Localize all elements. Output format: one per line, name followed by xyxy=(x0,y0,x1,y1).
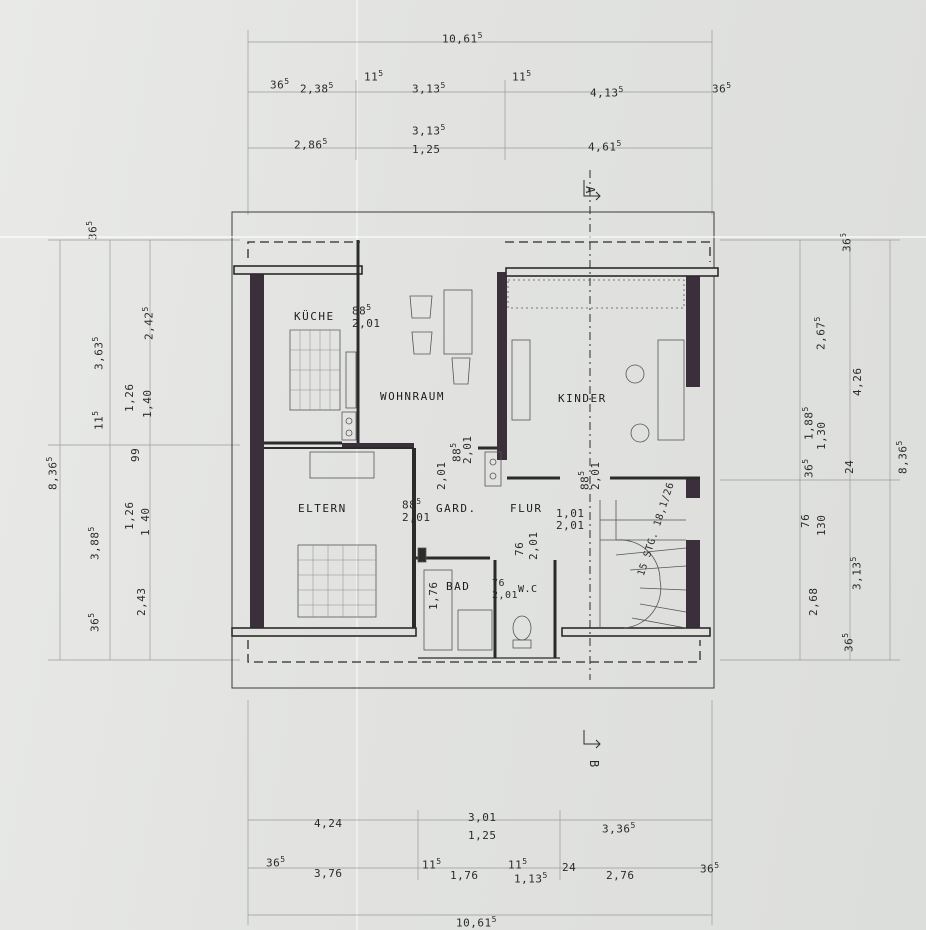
dim-bottom-5: 365 xyxy=(266,855,286,870)
dim-right-9: 76 xyxy=(799,513,812,528)
dim-right-8: 8,365 xyxy=(895,440,910,474)
room-label-kueche: KÜCHE xyxy=(294,310,335,323)
dim-right-10: 130 xyxy=(815,514,828,536)
bathroom-fixtures xyxy=(417,547,532,651)
dim-bottom-6: 3,76 xyxy=(314,867,343,880)
dim-top-2: 2,385 xyxy=(300,81,334,96)
dim-left-13: 8,365 xyxy=(45,456,60,490)
dim-left-11: 2,43 xyxy=(135,587,148,617)
dim-bottom-8: 1,76 xyxy=(450,869,479,882)
eltern-fixtures xyxy=(297,451,377,618)
section-marker-a: A xyxy=(583,186,597,194)
kinder-fixtures xyxy=(484,279,685,487)
dim-right-3: 4,26 xyxy=(851,367,864,397)
dim-left-9: 1 40 xyxy=(139,507,152,537)
dim-top-9: 3,135 xyxy=(412,123,446,138)
dim-left-1: 365 xyxy=(85,220,100,240)
dim-right-2: 2,675 xyxy=(813,316,828,350)
dim-right-7: 24 xyxy=(843,459,856,474)
room-label-kinder: KINDER xyxy=(558,392,607,405)
dim-left-6: 1,40 xyxy=(141,389,154,419)
dim-bottom-13: 365 xyxy=(700,861,720,876)
dim-top-7: 365 xyxy=(712,81,732,96)
door-dim-bad-v1: 76 xyxy=(513,541,526,556)
section-marker-b: B xyxy=(587,760,601,768)
room-label-wc: W.C xyxy=(518,584,538,595)
dim-bottom-4: 3,365 xyxy=(602,821,636,836)
dim-right-11: 2,68 xyxy=(807,587,820,617)
balcony-outline xyxy=(247,241,711,663)
dim-right-4: 365 xyxy=(801,458,816,478)
dim-left-7: 99 xyxy=(129,447,142,462)
dim-bottom-1: 4,24 xyxy=(314,817,343,830)
dim-bottom-overall: 10,615 xyxy=(456,915,497,930)
room-label-eltern: ELTERN xyxy=(298,502,347,515)
dim-right-6: 1,30 xyxy=(815,421,828,451)
dim-left-12: 365 xyxy=(87,612,102,632)
dim-left-4: 115 xyxy=(91,410,106,430)
kitchen-fixtures xyxy=(289,289,473,441)
interior-walls xyxy=(231,240,719,659)
dim-left-5: 1,26 xyxy=(123,383,136,413)
dim-bottom-12: 2,76 xyxy=(606,869,635,882)
dimension-lines xyxy=(48,30,900,925)
dim-bottom-3: 1,25 xyxy=(468,829,497,842)
dim-left-3: 2,425 xyxy=(141,306,156,340)
exterior-walls xyxy=(250,270,700,635)
dim-right-5: 1,885 xyxy=(801,406,816,440)
dim-top-overall: 10,615 xyxy=(442,31,483,46)
dim-top-4: 3,135 xyxy=(412,81,446,96)
dim-right-1: 365 xyxy=(839,232,854,252)
dim-top-8: 2,865 xyxy=(294,137,328,152)
dim-right-12: 3,135 xyxy=(849,556,864,590)
dim-top-5: 115 xyxy=(512,69,532,84)
dim-right-13: 365 xyxy=(841,632,856,652)
room-label-bad: BAD xyxy=(446,580,471,593)
section-cut-lines xyxy=(583,170,601,749)
room-label-gard: GARD. xyxy=(436,502,477,515)
dim-top-10: 1,25 xyxy=(412,143,441,156)
staircase xyxy=(599,500,687,629)
dim-left-10: 3,885 xyxy=(87,526,102,560)
room-label-flur: FLUR xyxy=(510,502,543,515)
door-dim-bad-width: 1,76 xyxy=(427,581,440,611)
door-dim-eltern-v: 2,01 xyxy=(435,461,448,491)
door-dim-kinder-h: 2,01 xyxy=(589,461,602,491)
dim-top-11: 4,615 xyxy=(588,139,622,154)
roof-overhang xyxy=(231,211,715,689)
dim-left-8: 1,26 xyxy=(123,501,136,531)
paper-fold-line xyxy=(356,0,358,930)
dim-top-3: 115 xyxy=(364,69,384,84)
door-dim-bad-v2: 2,01 xyxy=(527,531,540,561)
dim-top-6: 4,135 xyxy=(590,85,624,100)
dim-bottom-2: 3,01 xyxy=(468,811,497,824)
dim-top-1: 365 xyxy=(270,77,290,92)
dim-bottom-9: 115 xyxy=(508,857,528,872)
dim-bottom-10: 1,135 xyxy=(514,871,548,886)
dim-bottom-7: 115 xyxy=(422,857,442,872)
dim-left-2: 3,635 xyxy=(91,336,106,370)
dim-bottom-11: 24 xyxy=(562,861,577,874)
door-dim-wohnraum-h: 2,01 xyxy=(461,435,474,465)
room-label-wohnraum: WOHNRAUM xyxy=(380,390,445,403)
